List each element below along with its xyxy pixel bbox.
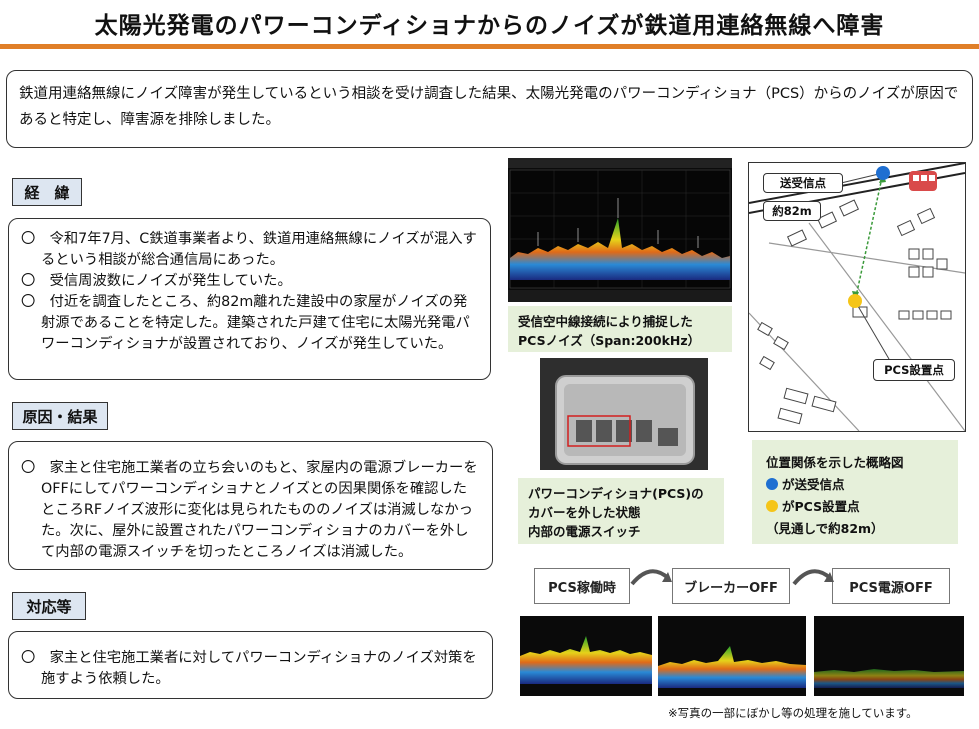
footnote: ※写真の一部にぼかし等の処理を施しています。 bbox=[668, 706, 918, 720]
pcs-caption-line1: パワーコンディショナ(PCS)の bbox=[528, 486, 704, 501]
summary-box: 鉄道用連絡無線にノイズ障害が発生しているという相談を受け調査した結果、太陽光発電… bbox=[6, 70, 973, 148]
background-item-3: 〇 付近を調査したところ、約82m離れた建設中の家屋がノイズの発射源であることを… bbox=[21, 294, 470, 352]
section-label-response: 対応等 bbox=[12, 592, 86, 620]
pcs-photo bbox=[540, 358, 708, 470]
flow-step-pcs-power-off: PCS電源OFF bbox=[832, 568, 950, 604]
spectrum-analyzer-image bbox=[508, 158, 732, 302]
spectrum-pcs-off-image bbox=[814, 616, 964, 696]
yellow-dot-icon bbox=[766, 500, 778, 512]
train-icon bbox=[909, 171, 937, 191]
flow-step-pcs-on: PCS稼働時 bbox=[534, 568, 630, 604]
response-text: 〇 家主と住宅施工業者に対してパワーコンディショナのノイズ対策を施すよう依頼した… bbox=[21, 650, 477, 687]
spectrum-caption-line1: 受信空中線接続により捕捉した bbox=[518, 314, 693, 329]
blue-dot-icon bbox=[766, 478, 778, 490]
map-label-distance: 約82m bbox=[763, 201, 821, 221]
pcs-point-marker bbox=[848, 294, 862, 308]
flow-arrow-2-icon bbox=[792, 569, 834, 586]
map-label-pcs: PCS設置点 bbox=[873, 359, 955, 381]
pcs-caption-line2: カバーを外した状態 bbox=[528, 505, 641, 520]
legend-distance: （見通しで約82m） bbox=[766, 521, 884, 536]
section-label-background: 経 緯 bbox=[12, 178, 82, 206]
spectrum-caption-line2: PCSノイズ（Span:200kHz） bbox=[518, 333, 701, 348]
background-item-1: 〇 令和7年7月、C鉄道事業者より、鉄道用連絡無線にノイズが混入するという相談が… bbox=[21, 231, 477, 268]
legend-pcs-text: がPCS設置点 bbox=[782, 499, 860, 514]
cause-box: 〇 家主と住宅施工業者の立ち会いのもと、家屋内の電源ブレーカーをOFFにしてパワ… bbox=[8, 441, 493, 570]
legend-title: 位置関係を示した概略図 bbox=[766, 455, 904, 470]
flow-step-breaker-off: ブレーカーOFF bbox=[672, 568, 790, 604]
legend-pcs-row: がPCS設置点 bbox=[766, 496, 944, 518]
map-label-tx: 送受信点 bbox=[763, 173, 843, 193]
spectrum-caption: 受信空中線接続により捕捉した PCSノイズ（Span:200kHz） bbox=[508, 306, 732, 352]
location-map: 送受信点 約82m PCS設置点 bbox=[748, 162, 966, 432]
background-box: 〇 令和7年7月、C鉄道事業者より、鉄道用連絡無線にノイズが混入するという相談が… bbox=[8, 218, 491, 380]
legend-tx-row: が送受信点 bbox=[766, 474, 944, 496]
title-underline bbox=[0, 44, 979, 49]
tx-point-marker bbox=[876, 166, 890, 180]
legend-tx-text: が送受信点 bbox=[782, 477, 845, 492]
flow-arrow-1-icon bbox=[630, 569, 672, 586]
spectrum-breaker-off-image bbox=[658, 616, 806, 696]
cause-text: 〇 家主と住宅施工業者の立ち会いのもと、家屋内の電源ブレーカーをOFFにしてパワ… bbox=[21, 460, 478, 560]
background-item-2: 〇 受信周波数にノイズが発生していた。 bbox=[21, 273, 292, 289]
page-title: 太陽光発電のパワーコンディショナからのノイズが鉄道用連絡無線へ障害 bbox=[94, 13, 885, 39]
summary-text: 鉄道用連絡無線にノイズ障害が発生しているという相談を受け調査した結果、太陽光発電… bbox=[19, 86, 959, 128]
pcs-photo-caption: パワーコンディショナ(PCS)の カバーを外した状態 内部の電源スイッチ bbox=[518, 478, 724, 544]
pcs-caption-line3: 内部の電源スイッチ bbox=[528, 524, 641, 539]
section-label-cause: 原因・結果 bbox=[12, 402, 108, 430]
spectrum-pcs-on-image bbox=[520, 616, 652, 696]
map-legend: 位置関係を示した概略図 が送受信点 がPCS設置点 （見通しで約82m） bbox=[752, 440, 958, 544]
response-box: 〇 家主と住宅施工業者に対してパワーコンディショナのノイズ対策を施すよう依頼した… bbox=[8, 631, 493, 699]
